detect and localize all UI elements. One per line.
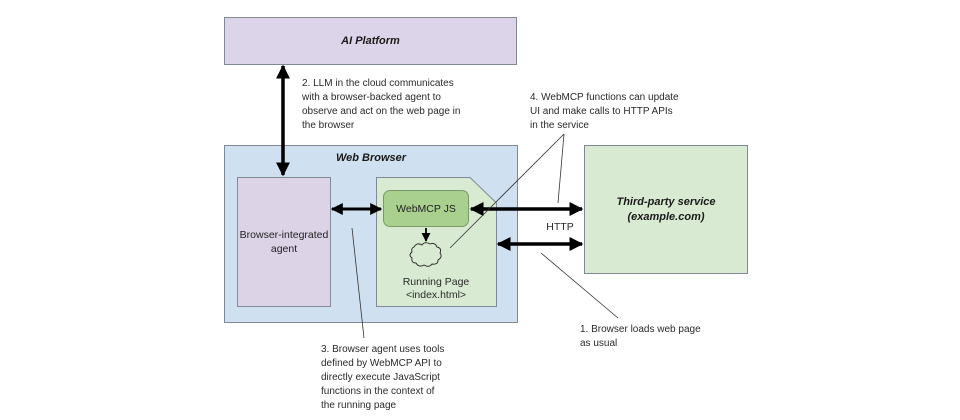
note-step1: 1. Browser loads web page as usual: [580, 324, 701, 349]
http-label: HTTP: [546, 221, 574, 233]
leader-step3: [351, 227, 365, 339]
note-step4: 4. WebMCP functions can update UI and ma…: [530, 92, 679, 131]
ai-platform-title: AI Platform: [341, 35, 400, 47]
browser-agent-box: Browser-integrated agent: [237, 177, 331, 307]
webmcp-js-box: WebMCP JS: [383, 190, 469, 227]
browser-agent-label-1: Browser-integrated: [239, 229, 329, 241]
running-page-label-1: Running Page: [402, 276, 470, 288]
service-title-2: (example.com): [627, 210, 705, 223]
ai-platform-box: AI Platform: [224, 17, 517, 65]
note-step3: 3. Browser agent uses tools defined by W…: [321, 344, 445, 411]
web-browser-title: Web Browser: [335, 152, 407, 164]
running-page-label-2: <index.html>: [405, 289, 467, 301]
running-page-label: Running Page <index.html>: [376, 276, 496, 302]
leader-step4-b: [557, 133, 565, 204]
webmcp-js-label: WebMCP JS: [396, 202, 456, 215]
browser-agent-label-2: agent: [270, 243, 298, 255]
leader-step4-a: [449, 133, 565, 249]
leader-step1: [540, 252, 619, 319]
service-title-1: Third-party service: [616, 195, 716, 208]
cloud-icon: [409, 242, 442, 267]
third-party-service-box: Third-party service (example.com): [584, 145, 748, 274]
note-step2: 2. LLM in the cloud communicates with a …: [302, 78, 461, 131]
